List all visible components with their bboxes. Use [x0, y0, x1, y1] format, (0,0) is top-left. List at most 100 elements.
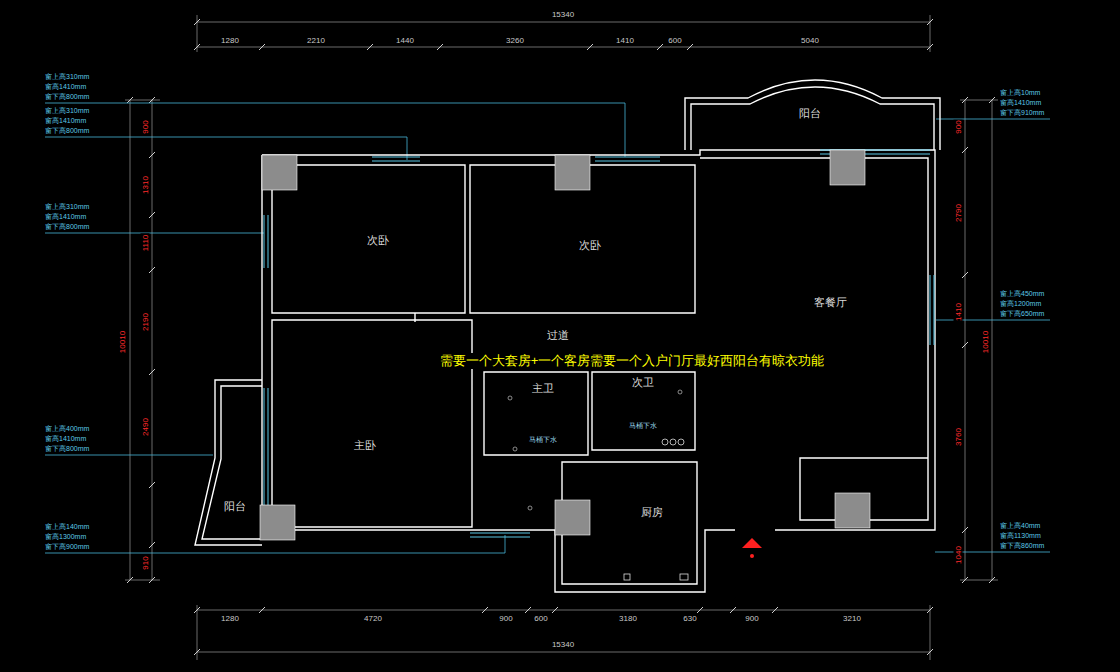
room: 次卫马桶下水	[600, 376, 686, 430]
dimension-value: 1110	[141, 234, 150, 253]
dimension-value: 15340	[552, 640, 574, 649]
kitchen-fixture	[624, 574, 630, 580]
stove-burner	[678, 439, 684, 445]
window-note: 窗下高650mm	[1000, 309, 1044, 319]
entry-marker-dot	[750, 554, 754, 558]
window-note: 窗高1410mm	[45, 434, 86, 444]
dimension-value: 900	[499, 614, 512, 623]
dimension-value: 4720	[364, 614, 382, 623]
structural-column	[260, 505, 295, 540]
kitchen-fixture	[680, 574, 688, 580]
structural-column	[830, 150, 865, 185]
window-note: 窗下高860mm	[1000, 541, 1044, 551]
dimension-value: 3210	[843, 614, 861, 623]
room-name: 客餐厅	[814, 296, 847, 309]
drain-symbol	[513, 447, 517, 451]
window-note: 窗高1300mm	[45, 532, 86, 542]
dimension-value: 1280	[221, 614, 239, 623]
room-name: 阳台	[224, 500, 246, 513]
room: 阳台	[775, 104, 845, 122]
drain-symbol	[678, 390, 682, 394]
window-note: 窗上高10mm	[1000, 88, 1040, 98]
window-note: 窗上高400mm	[45, 424, 89, 434]
dimension-value: 1440	[396, 36, 414, 45]
room-name: 过道	[547, 329, 569, 342]
window-note: 窗下高800mm	[45, 444, 89, 454]
room-name: 厨房	[641, 506, 663, 519]
dimension-value: 900	[954, 119, 963, 134]
room-name: 次卫	[632, 376, 654, 389]
dimension-value: 630	[683, 614, 696, 623]
room: 厨房	[620, 502, 684, 522]
room: 客餐厅	[795, 292, 865, 312]
room: 阳台	[215, 496, 255, 516]
room-name: 次卧	[367, 234, 389, 247]
window-lines	[264, 150, 934, 537]
dimension-value: 600	[534, 614, 547, 623]
dimension-value: 5040	[801, 36, 819, 45]
window-note: 窗上高450mm	[1000, 289, 1044, 299]
window-note: 窗高1410mm	[45, 116, 86, 126]
structural-column	[835, 493, 870, 528]
dimension-value: 3760	[954, 427, 963, 447]
dimension-value: 1410	[954, 302, 963, 322]
window-note: 窗上高310mm	[45, 106, 89, 116]
room-name: 主卧	[354, 439, 376, 452]
dimension-value: 15340	[552, 10, 574, 19]
dimension-value: 3180	[619, 614, 637, 623]
walls	[195, 80, 940, 592]
room: 主卫马桶下水	[500, 382, 586, 444]
dimension-value: 10010	[981, 330, 990, 354]
room-name: 主卫	[532, 382, 554, 395]
entry-marker	[742, 538, 762, 548]
dimension-value: 2490	[141, 417, 150, 437]
window-note: 窗上高310mm	[45, 72, 89, 82]
drain-symbol	[528, 506, 532, 510]
dimension-value: 600	[668, 36, 681, 45]
window-note: 窗下高800mm	[45, 126, 89, 136]
leader-lines	[45, 103, 1050, 553]
fixture-note: 马桶下水	[529, 435, 557, 444]
window-note: 窗高1410mm	[1000, 98, 1041, 108]
stove-burner	[662, 439, 668, 445]
window-note: 窗高1410mm	[45, 212, 86, 222]
dimension-value: 2190	[141, 312, 150, 332]
dimension-value: 1310	[141, 175, 150, 195]
window-note: 窗上高310mm	[45, 202, 89, 212]
dimension-value: 2790	[954, 203, 963, 223]
dimension-value: 1040	[954, 545, 963, 565]
stove-burner	[670, 439, 676, 445]
dimension-value: 900	[141, 119, 150, 134]
window-note: 窗高1130mm	[1000, 531, 1041, 541]
window-note: 窗下高800mm	[45, 222, 89, 232]
window-note: 窗下高800mm	[45, 92, 89, 102]
room: 次卧	[550, 235, 630, 255]
room-name: 次卧	[579, 239, 601, 252]
room: 主卧	[330, 435, 400, 455]
window-note: 窗上高40mm	[1000, 521, 1040, 531]
dimension-value: 3260	[506, 36, 524, 45]
dimension-value: 10010	[118, 330, 127, 354]
dimension-value: 2210	[307, 36, 325, 45]
window-note: 窗下高910mm	[1000, 108, 1044, 118]
dimension-value: 910	[141, 555, 150, 570]
dimension-value: 900	[745, 614, 758, 623]
dimension-value: 1410	[616, 36, 634, 45]
structural-column	[555, 155, 590, 190]
dimension-value: 1280	[221, 36, 239, 45]
window-note: 窗下高900mm	[45, 542, 89, 552]
fixture-note: 马桶下水	[629, 421, 657, 430]
drain-symbol	[508, 396, 512, 400]
structural-column	[555, 500, 590, 535]
structural-column	[262, 155, 297, 190]
room-name: 阳台	[799, 107, 821, 120]
window-note: 窗高1410mm	[45, 82, 86, 92]
dimension-lines	[125, 15, 998, 660]
window-note: 窗上高140mm	[45, 522, 89, 532]
room: 过道	[525, 325, 591, 345]
dimension-ticks	[127, 19, 995, 655]
room: 次卧	[338, 230, 418, 250]
window-note: 窗高1200mm	[1000, 299, 1041, 309]
design-note: 需要一个大套房+一个客房需要一个入户门厅最好西阳台有晾衣功能	[438, 353, 827, 369]
